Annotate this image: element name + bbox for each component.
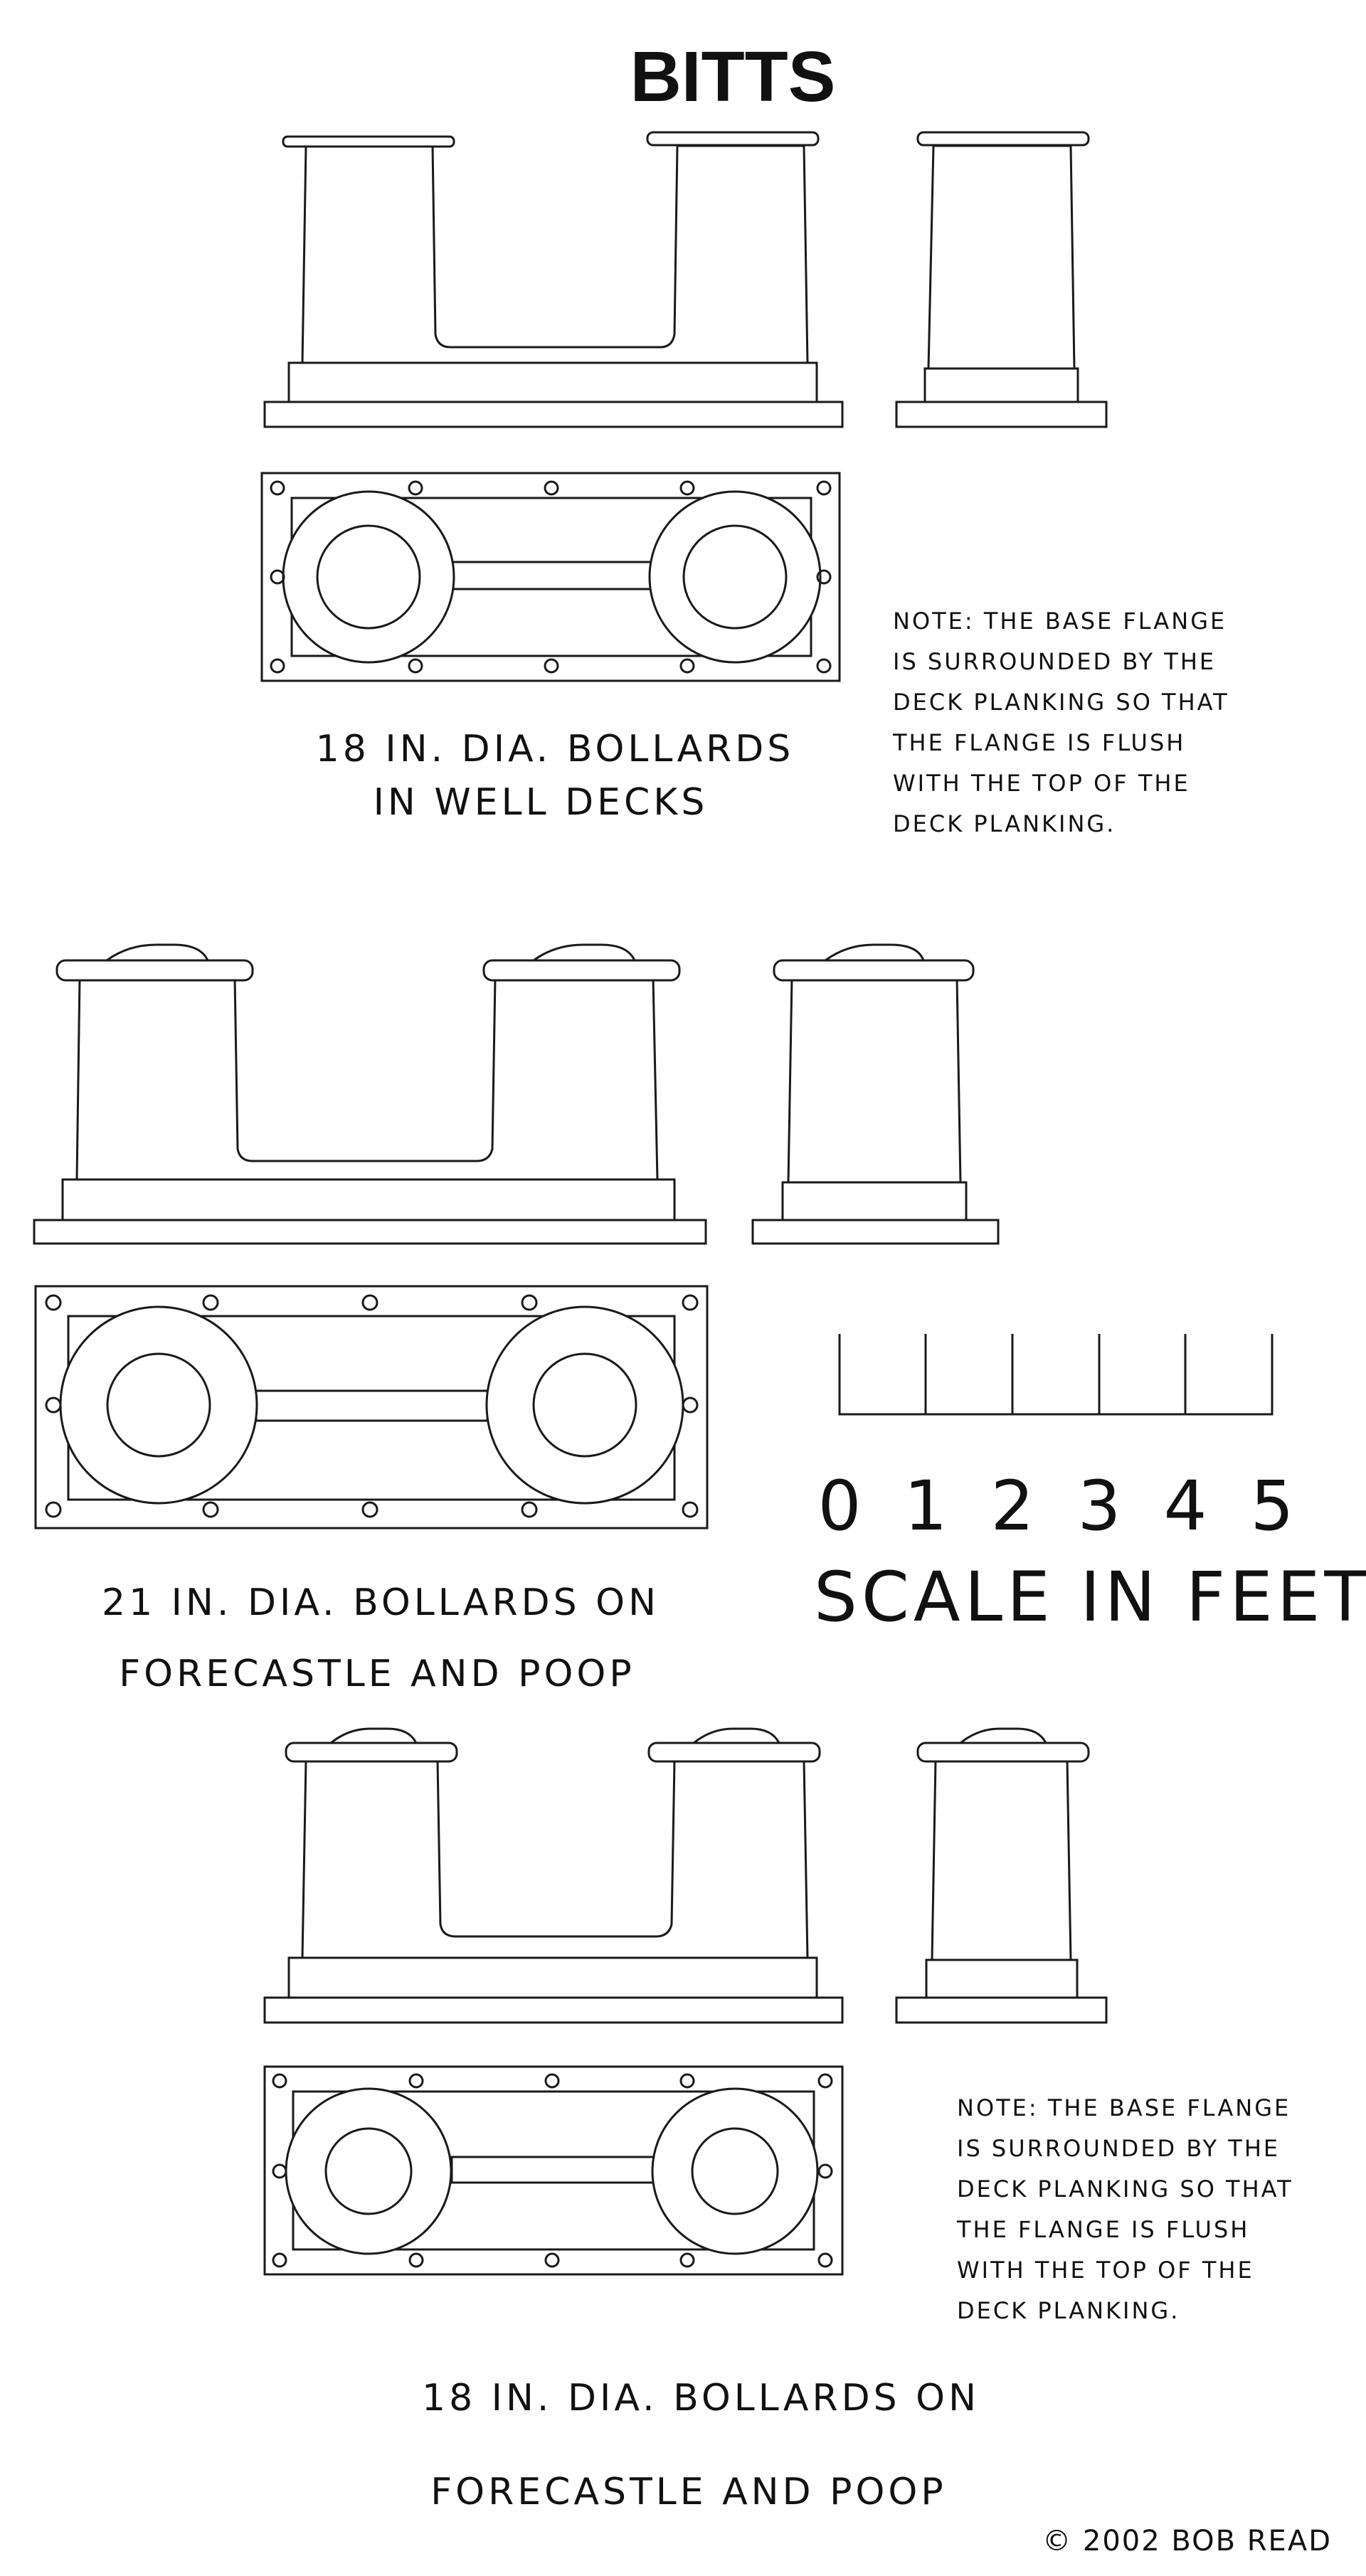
caption-line-2: FORECASTLE AND POOP bbox=[119, 1653, 635, 1695]
double-bitt-elevation bbox=[263, 131, 844, 428]
caption-line-2: IN WELL DECKS bbox=[374, 781, 709, 824]
svg-text:1: 1 bbox=[904, 1466, 947, 1546]
copyright-text: © 2002 BOB READ bbox=[1042, 2525, 1332, 2558]
svg-text:2: 2 bbox=[990, 1466, 1034, 1546]
svg-text:NOTE: THE BASE FLANGE: NOTE: THE BASE FLANGE bbox=[893, 608, 1227, 635]
scale-label: SCALE IN FEET bbox=[814, 1557, 1366, 1637]
double-bitt-plan bbox=[34, 1285, 709, 1530]
section-18in-forecastle-poop: NOTE: THE BASE FLANGE IS SURROUNDED BY T… bbox=[263, 1727, 1293, 2513]
svg-text:0: 0 bbox=[817, 1466, 861, 1546]
construction-note: NOTE: THE BASE FLANGE IS SURROUNDED BY T… bbox=[956, 2094, 1293, 2324]
scale-numbers: 0 1 2 3 4 5 bbox=[817, 1466, 1293, 1546]
svg-text:THE FLANGE IS FLUSH: THE FLANGE IS FLUSH bbox=[892, 729, 1185, 756]
double-bitt-plan bbox=[263, 2065, 844, 2276]
construction-note: NOTE: THE BASE FLANGE IS SURROUNDED BY T… bbox=[892, 608, 1229, 837]
caption-line-1: 18 IN. DIA. BOLLARDS ON bbox=[422, 2377, 980, 2419]
svg-text:IS SURROUNDED BY THE: IS SURROUNDED BY THE bbox=[957, 2135, 1280, 2162]
section-21in-forecastle-poop: 21 IN. DIA. BOLLARDS ON FORECASTLE AND P… bbox=[33, 943, 1000, 1695]
svg-text:4: 4 bbox=[1163, 1466, 1207, 1546]
single-bitt-end-elevation bbox=[895, 131, 1108, 428]
svg-text:THE FLANGE IS FLUSH: THE FLANGE IS FLUSH bbox=[956, 2216, 1249, 2243]
svg-text:WITH THE TOP OF THE: WITH THE TOP OF THE bbox=[957, 2257, 1254, 2284]
svg-text:DECK PLANKING.: DECK PLANKING. bbox=[957, 2297, 1180, 2324]
svg-text:IS SURROUNDED BY THE: IS SURROUNDED BY THE bbox=[893, 648, 1216, 675]
svg-text:DECK PLANKING SO THAT: DECK PLANKING SO THAT bbox=[957, 2175, 1293, 2203]
double-bitt-elevation bbox=[33, 943, 707, 1245]
svg-text:DECK PLANKING.: DECK PLANKING. bbox=[893, 810, 1116, 837]
single-bitt-end-elevation bbox=[895, 1727, 1108, 2024]
section-18in-well-decks: 18 IN. DIA. BOLLARDS IN WELL DECKS NOTE:… bbox=[260, 131, 1229, 837]
svg-text:3: 3 bbox=[1077, 1466, 1121, 1546]
svg-text:DECK PLANKING SO THAT: DECK PLANKING SO THAT bbox=[893, 689, 1229, 716]
page-title: BITTS bbox=[630, 37, 836, 117]
single-bitt-end-elevation bbox=[751, 943, 1000, 1245]
svg-text:5: 5 bbox=[1250, 1466, 1293, 1546]
svg-text:NOTE: THE BASE FLANGE: NOTE: THE BASE FLANGE bbox=[957, 2094, 1291, 2121]
scale-bar: 0 1 2 3 4 5 SCALE IN FEET bbox=[814, 1334, 1366, 1637]
caption-line-2: FORECASTLE AND POOP bbox=[430, 2471, 946, 2513]
double-bitt-elevation bbox=[263, 1727, 844, 2024]
caption-line-1: 21 IN. DIA. BOLLARDS ON bbox=[102, 1581, 660, 1624]
double-bitt-plan bbox=[260, 472, 841, 682]
svg-text:WITH THE TOP OF THE: WITH THE TOP OF THE bbox=[893, 770, 1190, 797]
caption-line-1: 18 IN. DIA. BOLLARDS bbox=[316, 728, 795, 770]
